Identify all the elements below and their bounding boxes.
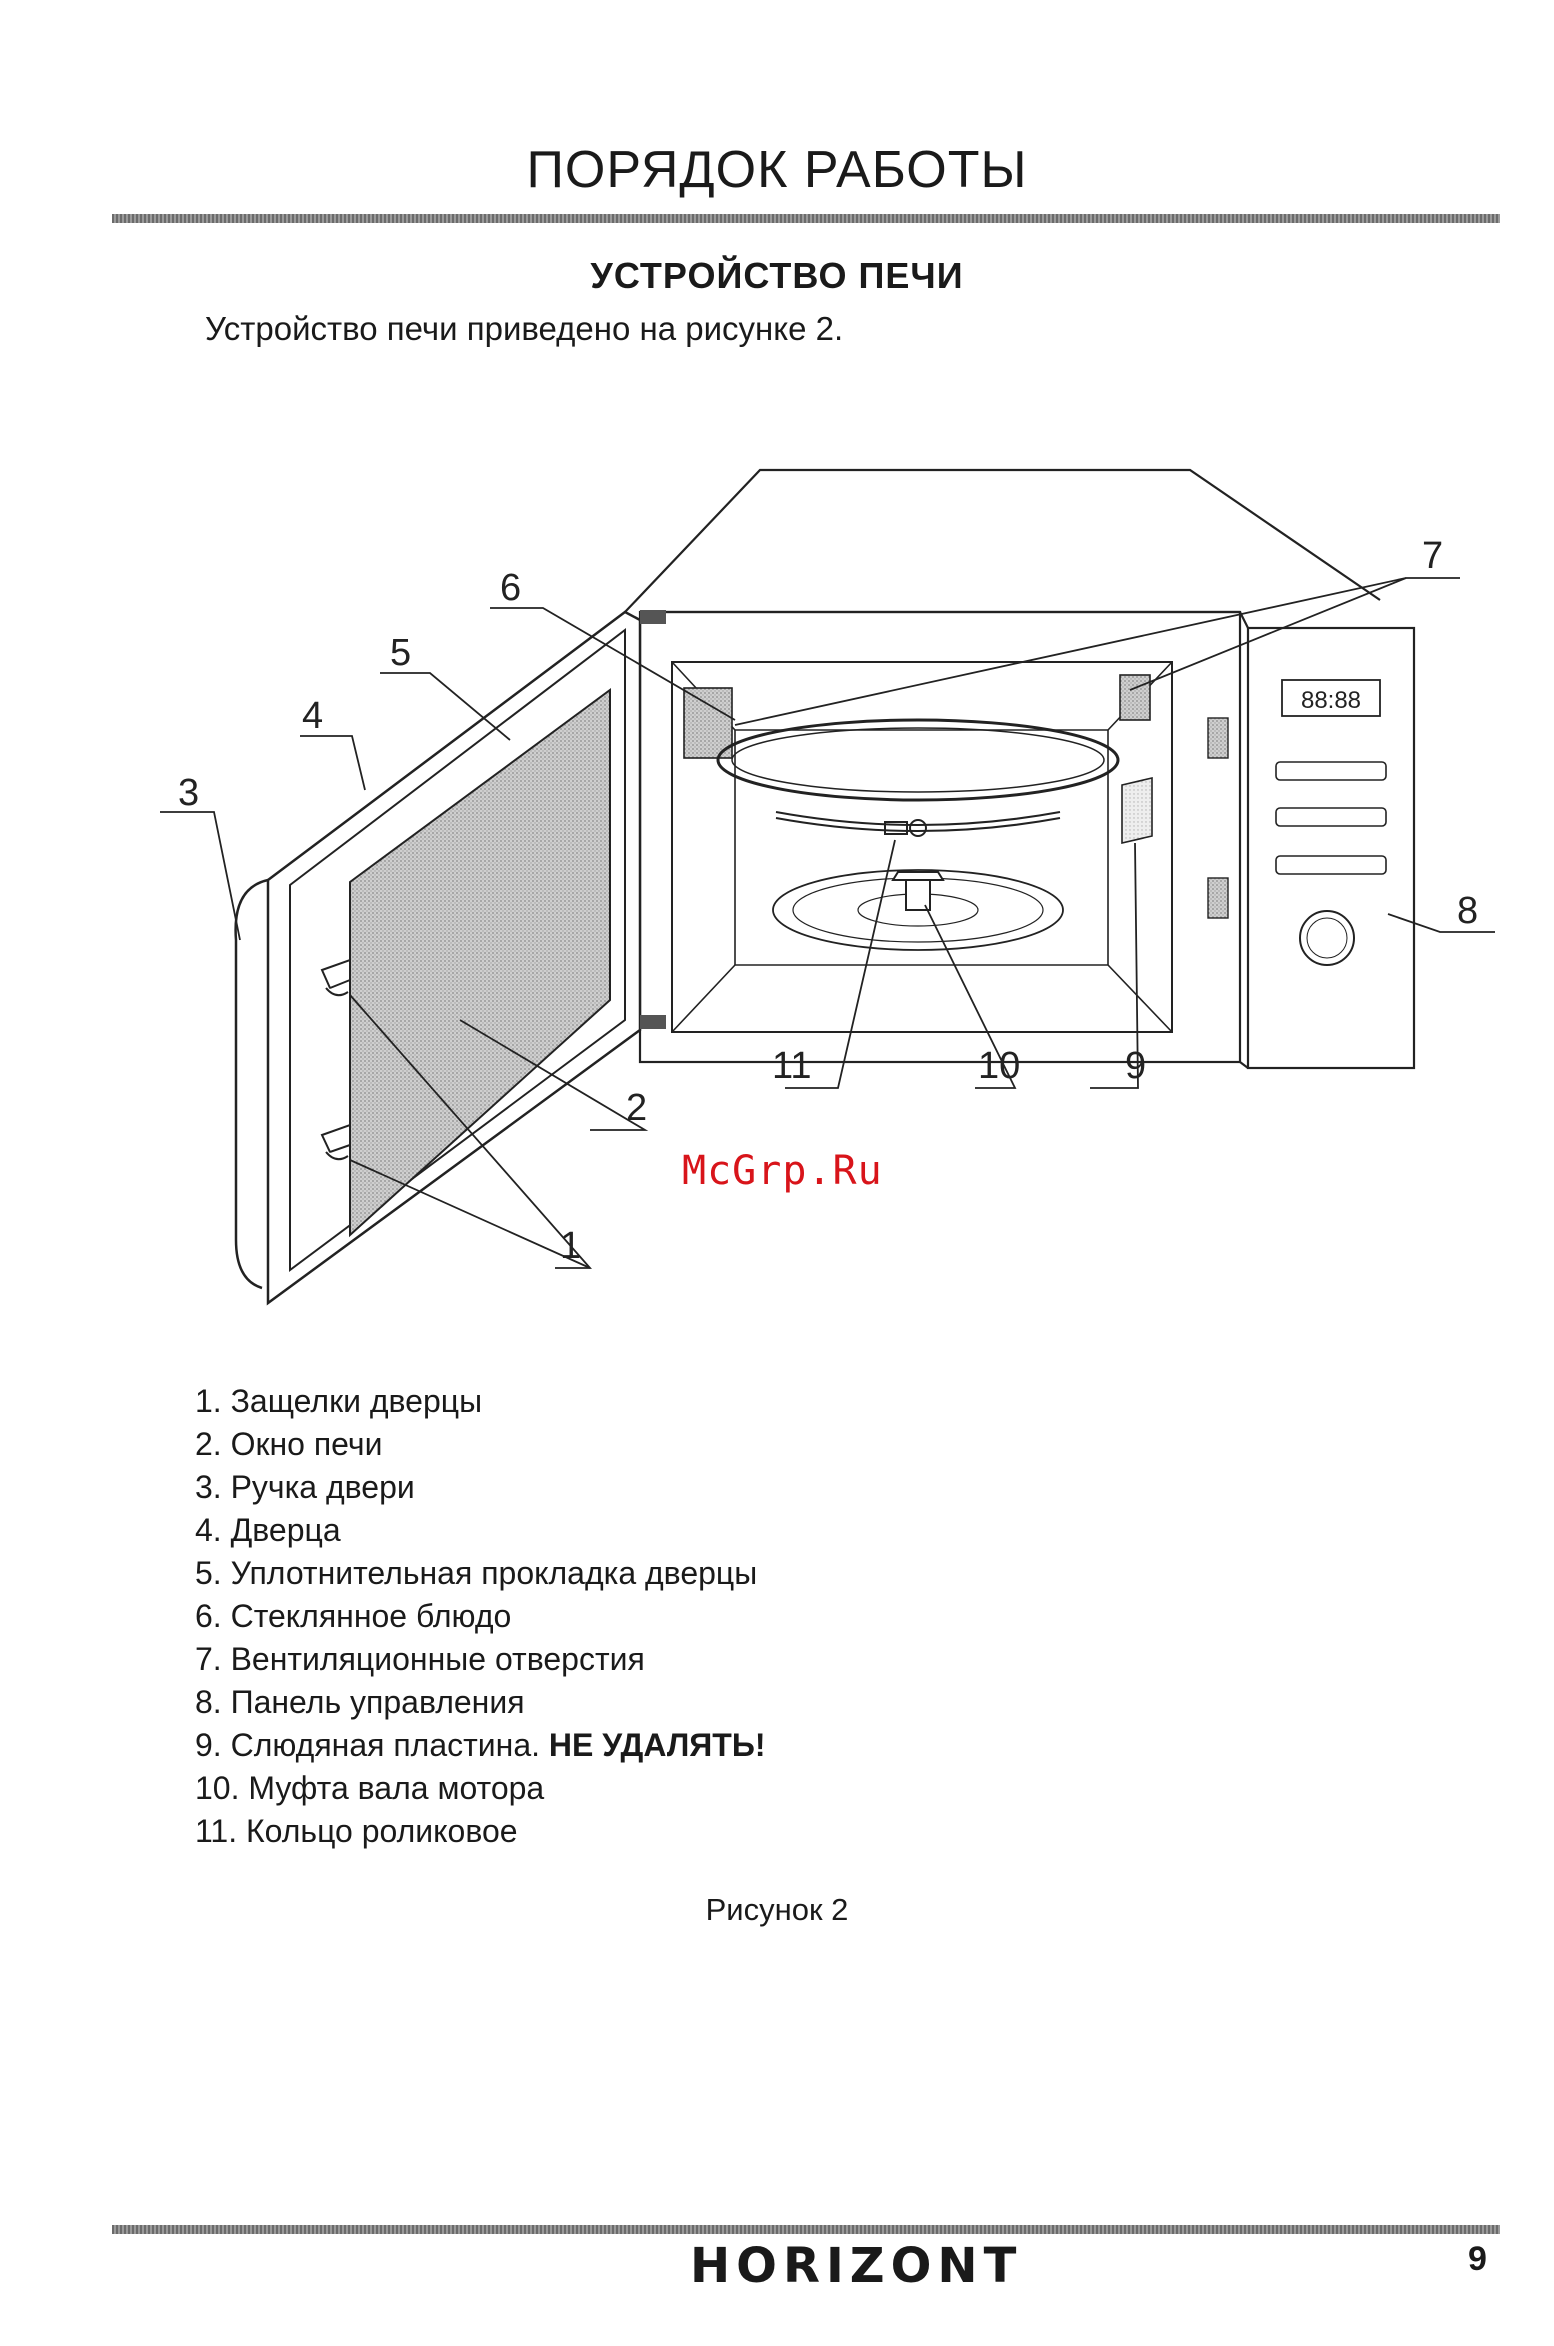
legend-item-5: 5. Уплотнительная прокладка дверцы (195, 1555, 758, 1591)
brand-logo: HORIZONT (690, 2238, 1023, 2294)
section-title: УСТРОЙСТВО ПЕЧИ (590, 255, 964, 296)
side-vent-1 (1207, 717, 1229, 759)
vent-left (683, 687, 733, 759)
legend-item-8: 8. Панель управления (195, 1684, 525, 1720)
door-handle (234, 878, 269, 1290)
display (1281, 679, 1381, 717)
legend-item-11: 11. Кольцо роликовое (195, 1813, 518, 1849)
callout-5: 5 (390, 632, 411, 674)
callout-6: 6 (500, 567, 521, 609)
callout-4: 4 (302, 695, 323, 737)
control-panel: 88:88 (1275, 679, 1387, 966)
footer-rule (112, 2225, 1500, 2234)
glass-tray (716, 718, 1120, 802)
intro-text: Устройство печи приведено на рисунке 2. (205, 310, 844, 347)
parts-legend: 1. Защелки дверцы 2. Окно печи 3. Ручка … (195, 1380, 766, 1853)
legend-item-2: 2. Окно печи (195, 1426, 383, 1462)
motor-coupling (891, 871, 945, 911)
side-vent-2 (1207, 877, 1229, 919)
figure-caption: Рисунок 2 (705, 1892, 849, 1927)
callout-1: 1 (560, 1225, 581, 1267)
callout-7: 7 (1422, 535, 1443, 577)
vent-right (1119, 674, 1151, 721)
callout-3: 3 (178, 772, 199, 814)
door (234, 610, 666, 1306)
legend-item-9: 9. Слюдяная пластина. НЕ УДАЛЯТЬ! (195, 1727, 766, 1763)
door-latches (320, 958, 351, 1161)
roller-ring (775, 811, 1061, 837)
header-rule (112, 214, 1500, 223)
mica-plate (1121, 776, 1153, 845)
page-title: ПОРЯДОК РАБОТЫ (526, 141, 1028, 199)
door-window (349, 688, 611, 1238)
legend-item-10: 10. Муфта вала мотора (195, 1770, 545, 1806)
watermark: McGrp.Ru (682, 1148, 883, 1194)
callout-11: 11 (772, 1045, 811, 1087)
microwave-diagram: 88:88 (160, 468, 1495, 1306)
display-digits: 88:88 (1301, 687, 1361, 714)
callout-10: 10 (978, 1045, 1020, 1087)
legend-item-7: 7. Вентиляционные отверстия (195, 1641, 645, 1677)
legend-item-6: 6. Стеклянное блюдо (195, 1598, 512, 1634)
callout-9: 9 (1125, 1045, 1146, 1087)
page-number: 9 (1468, 2240, 1487, 2278)
control-knob (1299, 910, 1355, 966)
warning-text: НЕ УДАЛЯТЬ! (548, 1727, 766, 1763)
callout-2: 2 (626, 1087, 647, 1129)
legend-item-1: 1. Защелки дверцы (195, 1383, 483, 1419)
callout-8: 8 (1457, 890, 1478, 932)
legend-item-4: 4. Дверца (195, 1512, 341, 1548)
legend-item-3: 3. Ручка двери (195, 1469, 415, 1505)
